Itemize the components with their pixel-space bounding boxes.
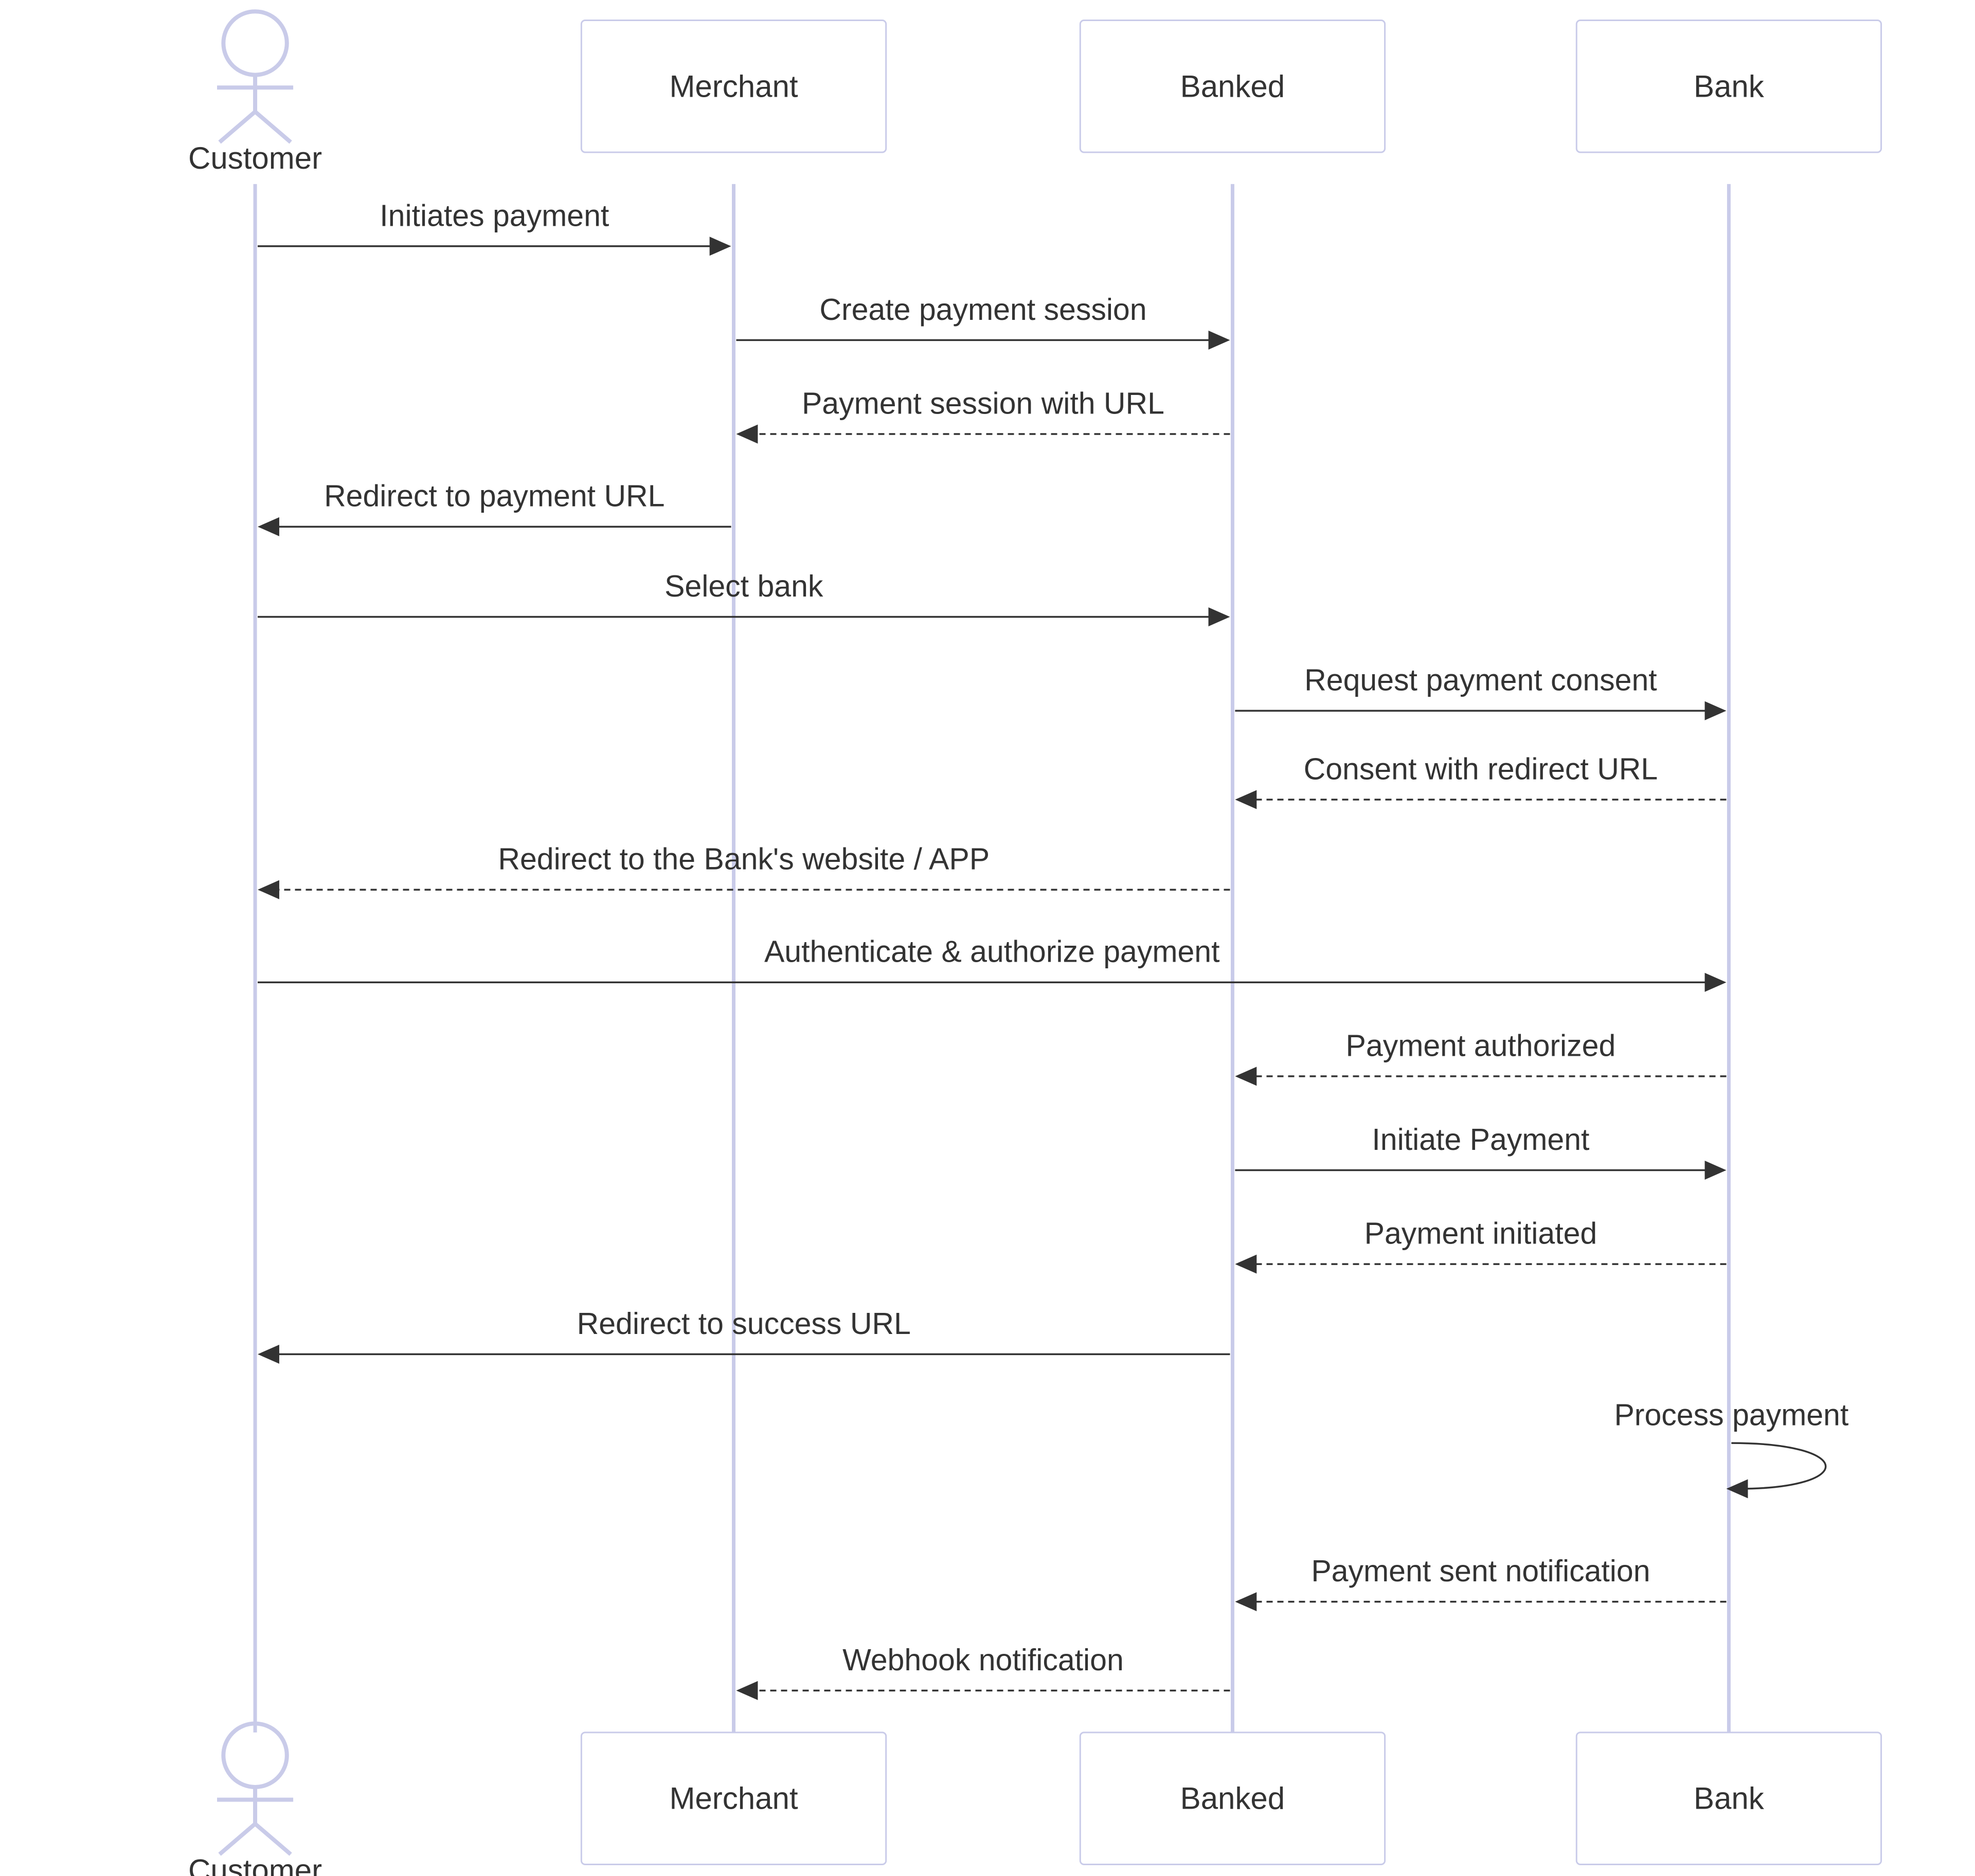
actor-head bbox=[221, 9, 289, 77]
lifelines bbox=[253, 184, 1731, 1733]
participant-box bbox=[580, 1731, 887, 1865]
message-label: Payment initiated bbox=[1364, 1217, 1597, 1251]
message-line bbox=[1731, 1442, 1827, 1490]
participant-merchant-top: Merchant bbox=[580, 19, 887, 153]
participant-merchant-bottom: Merchant bbox=[580, 1731, 887, 1865]
actor-head bbox=[221, 1721, 289, 1789]
message-label: Webhook notification bbox=[842, 1643, 1124, 1677]
participant-label: Bank bbox=[1694, 69, 1765, 103]
participant-banked-top: Banked bbox=[1079, 19, 1386, 153]
arrowhead bbox=[258, 880, 279, 899]
participant-banked-bottom: Banked bbox=[1079, 1731, 1386, 1865]
message-label: Payment authorized bbox=[1346, 1029, 1616, 1062]
arrowhead bbox=[258, 517, 279, 536]
actor-legs bbox=[218, 1821, 292, 1856]
participant-bank-top: Bank bbox=[1575, 19, 1882, 153]
message-label: Process payment bbox=[1614, 1398, 1848, 1432]
message-label: Redirect to success URL bbox=[577, 1307, 911, 1341]
message-label: Payment sent notification bbox=[1311, 1554, 1650, 1588]
actor-label: Customer bbox=[188, 141, 322, 175]
message-payment-session-with-url: Payment session with URL bbox=[736, 387, 1230, 444]
participant-box bbox=[1575, 1731, 1882, 1865]
message-label: Payment session with URL bbox=[802, 387, 1164, 421]
message-label: Initiates payment bbox=[380, 199, 609, 232]
participant-label: Merchant bbox=[669, 1781, 798, 1816]
message-label: Authenticate & authorize payment bbox=[764, 935, 1220, 969]
message-payment-authorized: Payment authorized bbox=[1235, 1029, 1727, 1086]
participants-bottom: Customer Merchant Banked Bank bbox=[188, 1721, 1882, 1876]
arrowhead bbox=[1704, 701, 1727, 720]
arrowhead bbox=[1208, 607, 1230, 626]
message-label: Initiate Payment bbox=[1372, 1123, 1589, 1157]
message-payment-sent-notification: Payment sent notification bbox=[1235, 1554, 1727, 1612]
message-label: Redirect to the Bank's website / APP bbox=[498, 842, 990, 876]
message-label: Select bank bbox=[665, 569, 823, 603]
participant-label: Banked bbox=[1180, 1781, 1285, 1816]
arrowhead bbox=[1235, 1067, 1257, 1086]
actor-customer-bottom: Customer bbox=[188, 1721, 322, 1876]
actor-legs bbox=[218, 109, 292, 144]
arrowhead bbox=[1726, 1479, 1748, 1499]
actor-label: Customer bbox=[188, 1853, 322, 1876]
message-redirect-to-the-bank-s-website-app: Redirect to the Bank's website / APP bbox=[258, 842, 1230, 899]
message-payment-initiated: Payment initiated bbox=[1235, 1217, 1727, 1274]
message-label: Consent with redirect URL bbox=[1304, 752, 1658, 786]
arrowhead bbox=[1235, 790, 1257, 809]
arrowhead bbox=[1704, 1160, 1727, 1180]
message-label: Create payment session bbox=[819, 293, 1146, 327]
message-select-bank: Select bank bbox=[258, 569, 1230, 626]
message-process-payment: Process payment bbox=[1614, 1398, 1848, 1499]
participant-box bbox=[1079, 1731, 1386, 1865]
participant-box bbox=[1079, 19, 1386, 153]
message-webhook-notification: Webhook notification bbox=[736, 1643, 1230, 1700]
participant-label: Bank bbox=[1694, 1781, 1765, 1816]
participant-label: Merchant bbox=[669, 69, 798, 103]
participant-label: Banked bbox=[1180, 69, 1285, 103]
message-authenticate-authorize-payment: Authenticate & authorize payment bbox=[258, 935, 1727, 992]
arrowhead bbox=[1704, 972, 1727, 992]
arrowhead bbox=[736, 424, 758, 444]
participant-box bbox=[580, 19, 887, 153]
arrowhead bbox=[1235, 1592, 1257, 1612]
arrowhead bbox=[1235, 1254, 1257, 1274]
message-initiate-payment: Initiate Payment bbox=[1235, 1123, 1727, 1180]
participant-box bbox=[1575, 19, 1882, 153]
arrowhead bbox=[709, 237, 731, 256]
message-label: Request payment consent bbox=[1304, 663, 1657, 697]
message-consent-with-redirect-url: Consent with redirect URL bbox=[1235, 752, 1727, 809]
arrowhead bbox=[1208, 330, 1230, 350]
message-request-payment-consent: Request payment consent bbox=[1235, 663, 1727, 720]
message-initiates-payment: Initiates payment bbox=[258, 199, 731, 256]
actor-customer-top: Customer bbox=[188, 9, 322, 175]
message-redirect-to-payment-url: Redirect to payment URL bbox=[258, 479, 731, 536]
participant-bank-bottom: Bank bbox=[1575, 1731, 1882, 1865]
message-label: Redirect to payment URL bbox=[324, 479, 665, 513]
message-redirect-to-success-url: Redirect to success URL bbox=[258, 1307, 1230, 1364]
arrowhead bbox=[736, 1681, 758, 1700]
message-create-payment-session: Create payment session bbox=[736, 293, 1230, 350]
participants-top: Customer Merchant Banked Bank bbox=[188, 9, 1882, 175]
arrowhead bbox=[258, 1344, 279, 1364]
